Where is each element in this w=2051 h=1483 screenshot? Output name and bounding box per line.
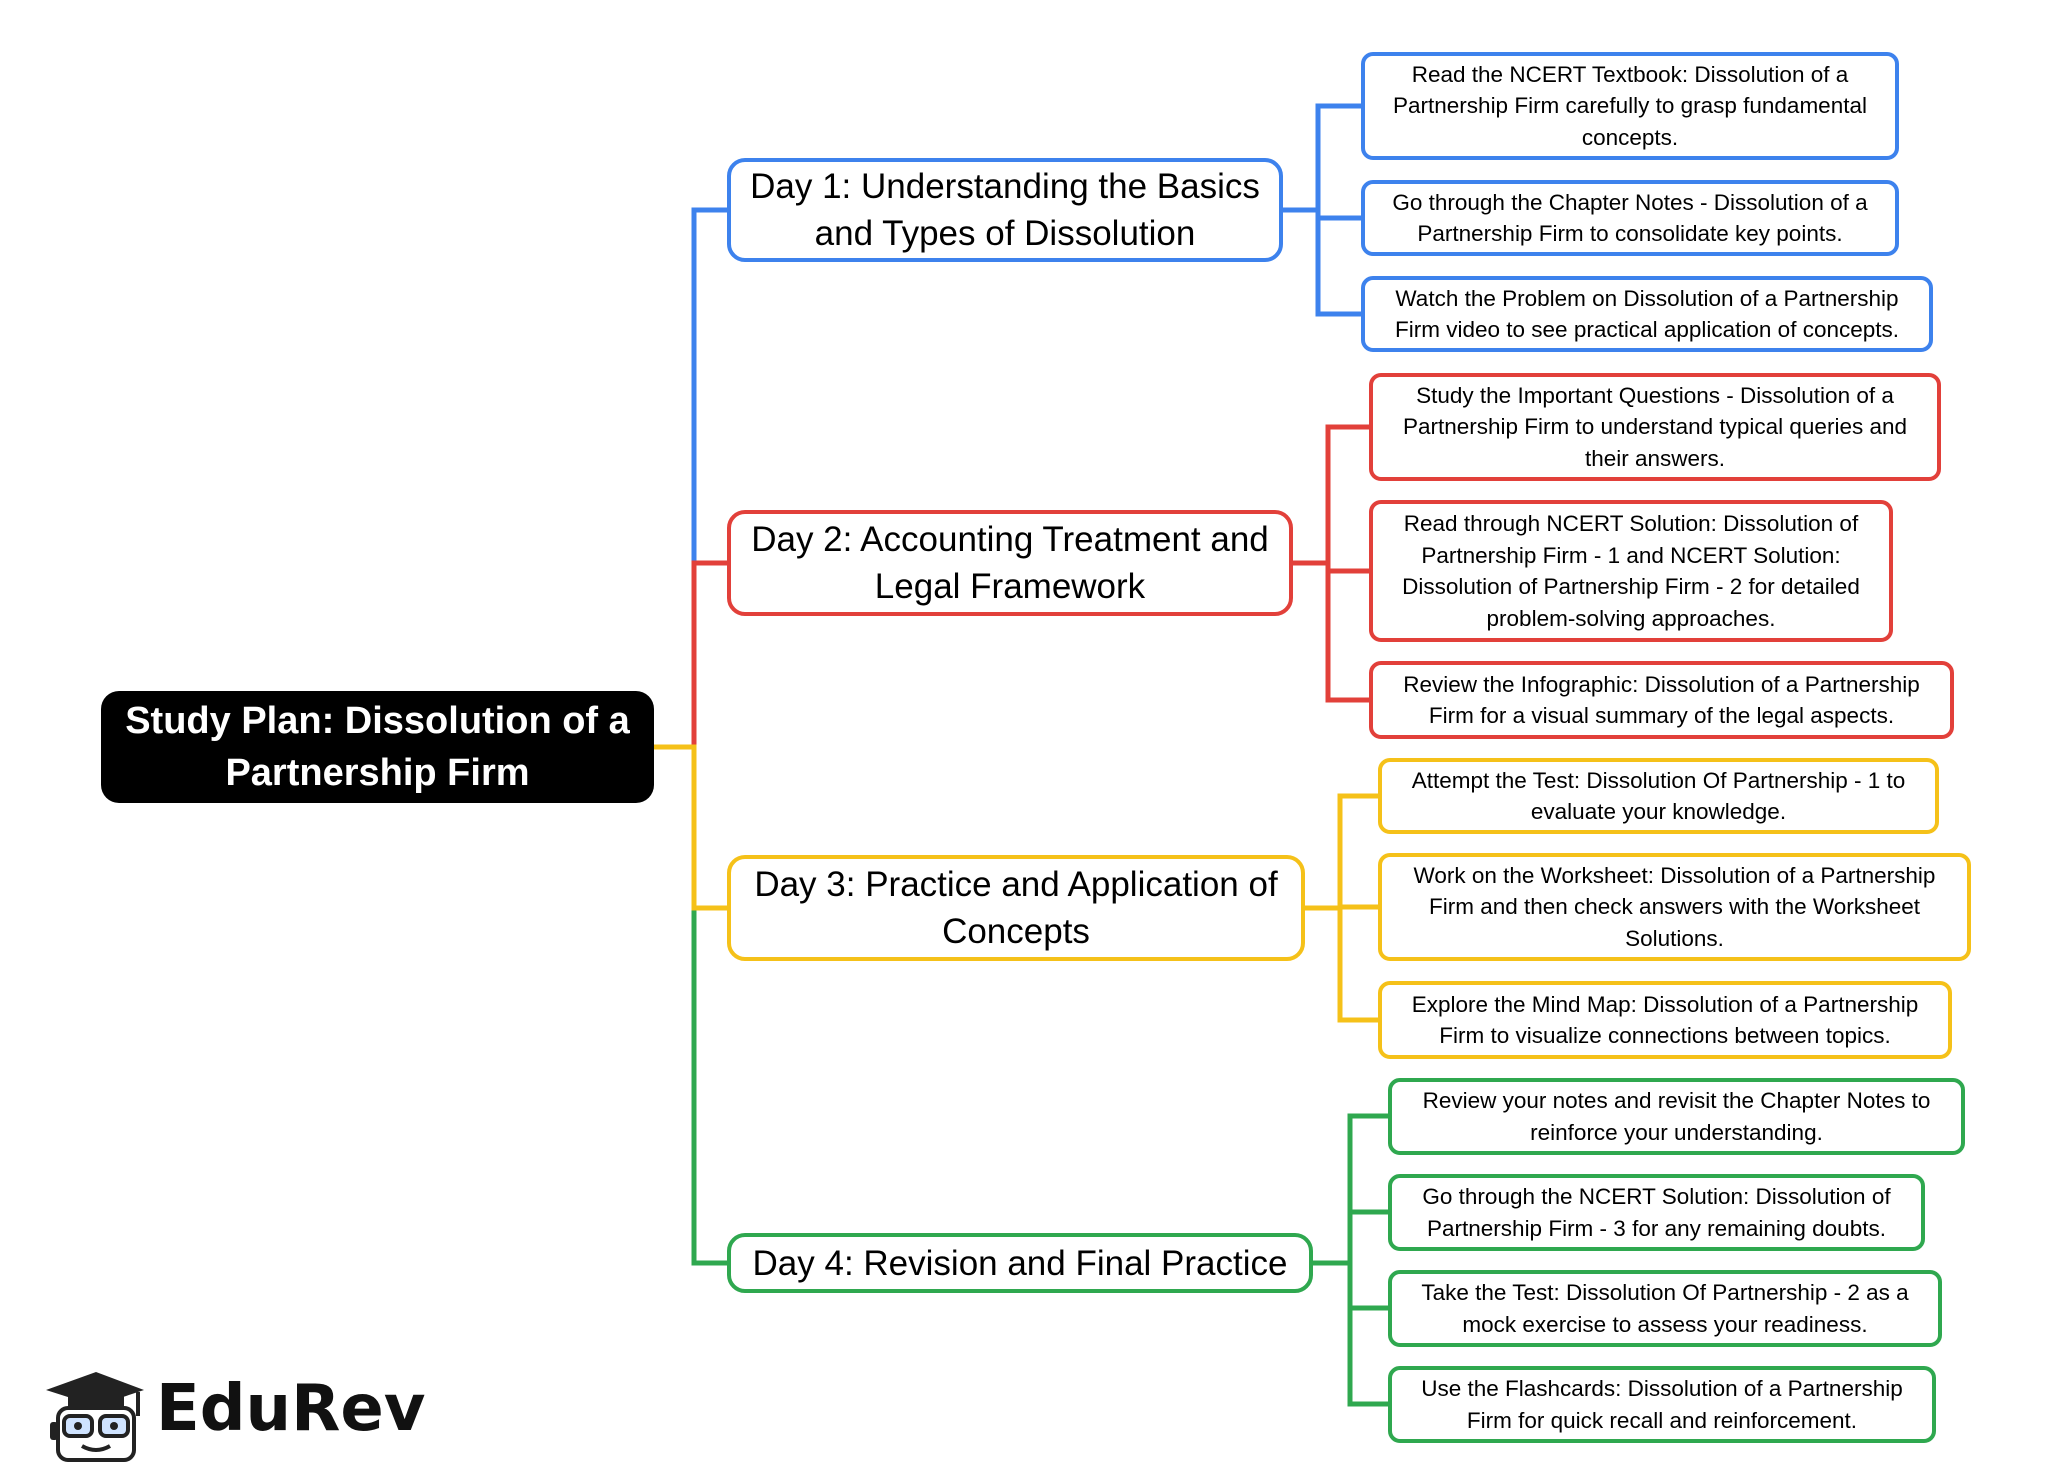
root-title: Study Plan: Dissolution of a Partnership… [125,700,630,794]
day-2-task-2: Read through NCERT Solution: Dissolution… [1369,500,1893,642]
day-2-node: Day 2: Accounting Treatment and Legal Fr… [727,510,1293,616]
day-3-node: Day 3: Practice and Application of Conce… [727,855,1305,961]
graduation-cap-mascot-icon [46,1372,144,1462]
day-1-task-1: Read the NCERT Textbook: Dissolution of … [1361,52,1899,160]
day-4-node: Day 4: Revision and Final Practice [727,1233,1313,1293]
day-1-node: Day 1: Understanding the Basics and Type… [727,158,1283,262]
day-1-task-3: Watch the Problem on Dissolution of a Pa… [1361,276,1933,352]
logo-text: EduRev [156,1372,426,1446]
day-2-task-3: Review the Infographic: Dissolution of a… [1369,661,1954,739]
day-2-title: Day 2: Accounting Treatment and Legal Fr… [751,520,1269,606]
day-4-task-3: Take the Test: Dissolution Of Partnershi… [1388,1270,1942,1347]
root-node: Study Plan: Dissolution of a Partnership… [101,691,654,803]
edurev-logo: EduRev [38,1360,426,1470]
day-2-task-1: Study the Important Questions - Dissolut… [1369,373,1941,481]
day-4-title: Day 4: Revision and Final Practice [752,1243,1288,1283]
day-3-task-3: Explore the Mind Map: Dissolution of a P… [1378,981,1952,1059]
day-4-task-2: Go through the NCERT Solution: Dissoluti… [1388,1174,1925,1251]
day-1-task-2: Go through the Chapter Notes - Dissoluti… [1361,180,1899,256]
day-3-title: Day 3: Practice and Application of Conce… [754,865,1278,951]
day-3-task-1: Attempt the Test: Dissolution Of Partner… [1378,758,1939,834]
day-4-task-1: Review your notes and revisit the Chapte… [1388,1078,1965,1155]
day-3-task-2: Work on the Worksheet: Dissolution of a … [1378,853,1971,961]
day-4-task-4: Use the Flashcards: Dissolution of a Par… [1388,1366,1936,1443]
day-1-title: Day 1: Understanding the Basics and Type… [750,167,1260,253]
